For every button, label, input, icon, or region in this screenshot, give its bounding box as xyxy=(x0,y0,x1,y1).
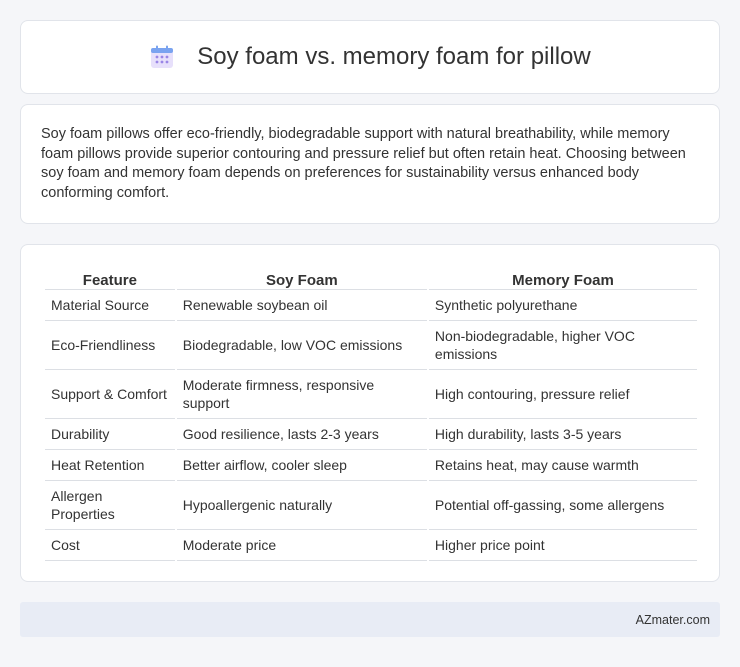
soy-foam-cell: Biodegradable, low VOC emissions xyxy=(176,321,427,370)
soy-foam-cell: Moderate firmness, responsive support xyxy=(176,370,427,419)
table-row: Material Source Renewable soybean oil Sy… xyxy=(45,290,697,321)
memory-foam-cell: Potential off-gassing, some allergens xyxy=(428,481,697,530)
memory-foam-cell: Retains heat, may cause warmth xyxy=(428,450,697,481)
description-card: Soy foam pillows offer eco-friendly, bio… xyxy=(20,104,720,224)
table-row: Allergen Properties Hypoallergenic natur… xyxy=(45,481,697,530)
soy-foam-cell: Good resilience, lasts 2-3 years xyxy=(176,419,427,450)
feature-cell: Cost xyxy=(45,530,175,561)
soy-foam-cell: Hypoallergenic naturally xyxy=(176,481,427,530)
memory-foam-cell: High contouring, pressure relief xyxy=(428,370,697,419)
memory-foam-cell: Synthetic polyurethane xyxy=(428,290,697,321)
soy-foam-cell: Better airflow, cooler sleep xyxy=(176,450,427,481)
table-row: Durability Good resilience, lasts 2-3 ye… xyxy=(45,419,697,450)
table-header-row: Feature Soy Foam Memory Foam xyxy=(45,265,697,290)
soy-foam-cell: Moderate price xyxy=(176,530,427,561)
soy-foam-cell: Renewable soybean oil xyxy=(176,290,427,321)
table-row: Eco-Friendliness Biodegradable, low VOC … xyxy=(45,321,697,370)
footer-brand[interactable]: AZmater.com xyxy=(635,612,710,627)
calendar-icon xyxy=(149,44,175,70)
memory-foam-cell: Higher price point xyxy=(428,530,697,561)
feature-cell: Allergen Properties xyxy=(45,481,175,530)
feature-cell: Durability xyxy=(45,419,175,450)
memory-foam-cell: Non-biodegradable, higher VOC emissions xyxy=(428,321,697,370)
footer: AZmater.com xyxy=(20,602,720,637)
header-memory-foam: Memory Foam xyxy=(428,265,697,290)
comparison-card: Feature Soy Foam Memory Foam Material So… xyxy=(20,244,720,582)
feature-cell: Heat Retention xyxy=(45,450,175,481)
table-row: Cost Moderate price Higher price point xyxy=(45,530,697,561)
table-row: Heat Retention Better airflow, cooler sl… xyxy=(45,450,697,481)
comparison-table: Feature Soy Foam Memory Foam Material So… xyxy=(43,265,699,561)
description-text: Soy foam pillows offer eco-friendly, bio… xyxy=(41,126,686,201)
feature-cell: Material Source xyxy=(45,290,175,321)
memory-foam-cell: High durability, lasts 3-5 years xyxy=(428,419,697,450)
page-title: Soy foam vs. memory foam for pillow xyxy=(197,43,591,70)
header-soy-foam: Soy Foam xyxy=(176,265,427,290)
table-row: Support & Comfort Moderate firmness, res… xyxy=(45,370,697,419)
title-card: Soy foam vs. memory foam for pillow xyxy=(20,20,720,94)
feature-cell: Eco-Friendliness xyxy=(45,321,175,370)
feature-cell: Support & Comfort xyxy=(45,370,175,419)
header-feature: Feature xyxy=(45,265,175,290)
